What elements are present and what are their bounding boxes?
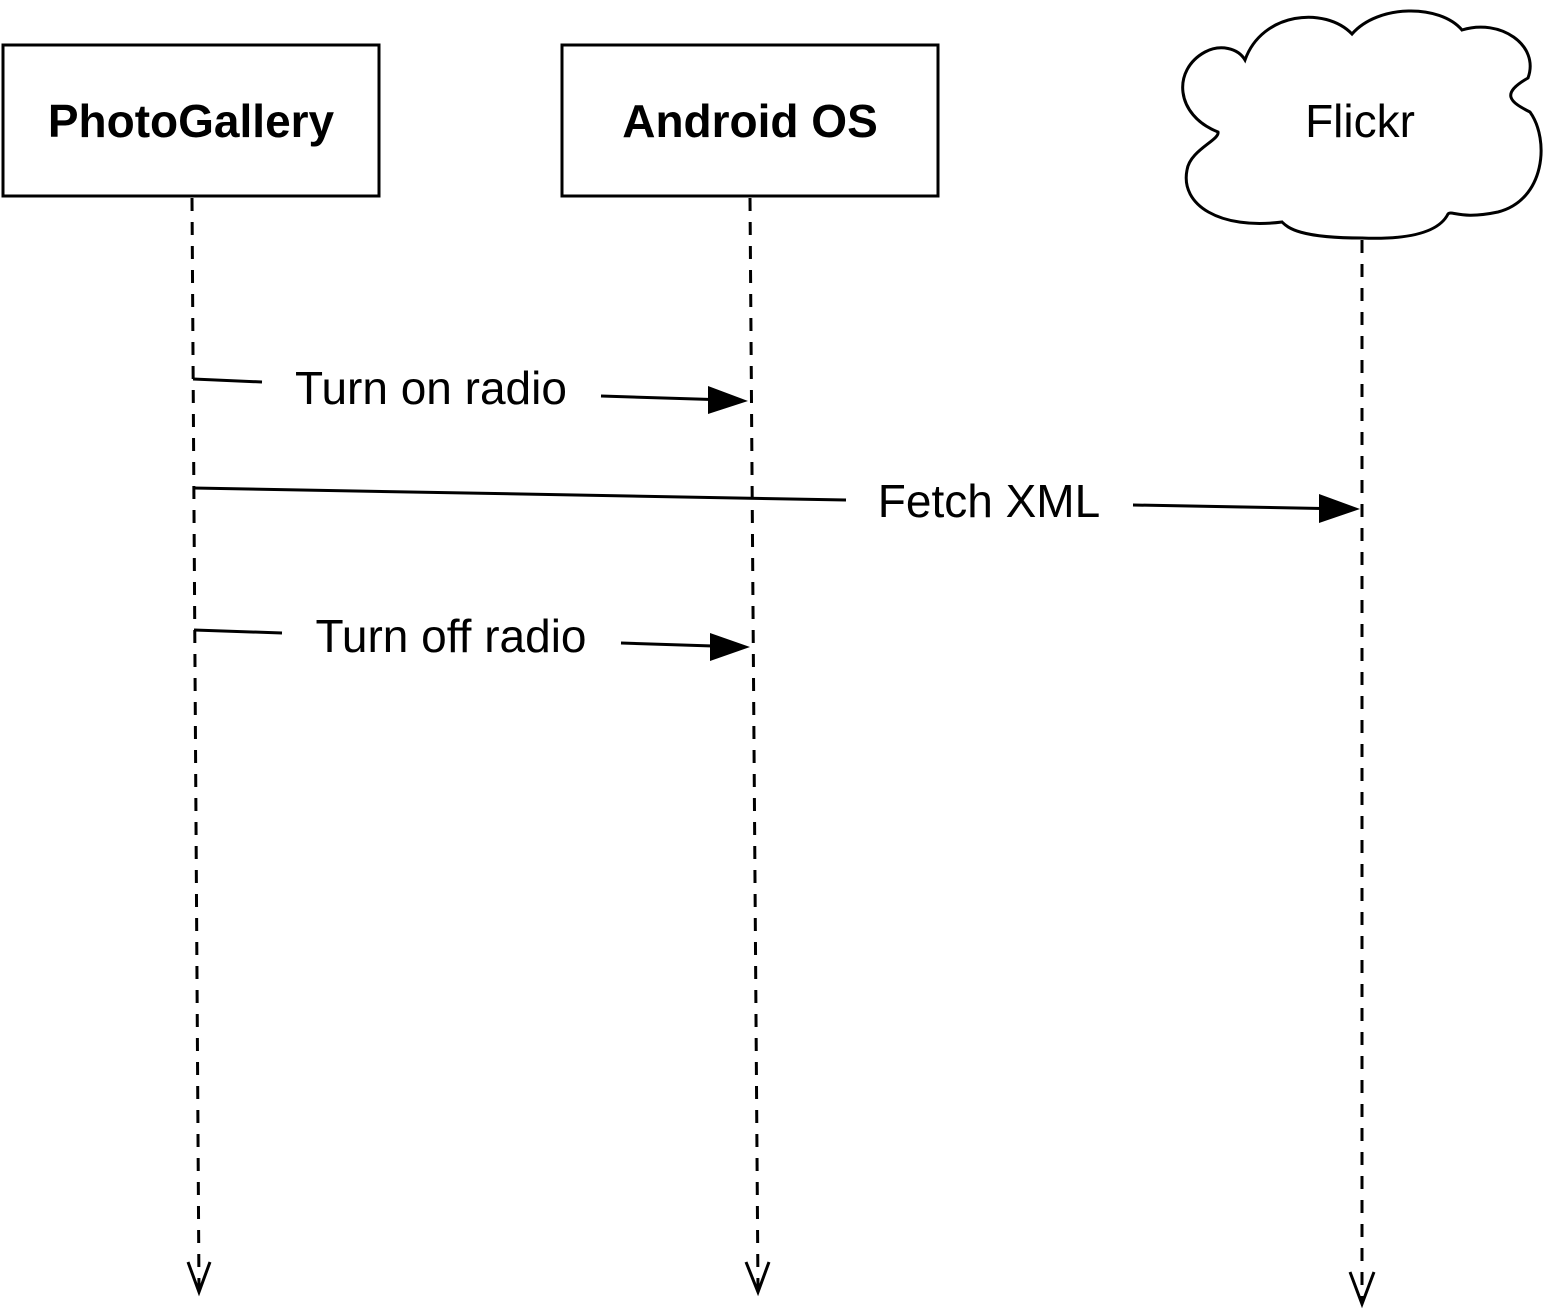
- actor-flickr: Flickr: [1181, 9, 1543, 240]
- actor-box-android-os: [560, 43, 940, 198]
- lifeline-arrowhead: [1348, 1271, 1376, 1309]
- message-label: Turn off radio: [315, 610, 586, 662]
- message-label: Fetch XML: [878, 475, 1100, 527]
- actor-label-flickr: Flickr: [1305, 95, 1415, 147]
- message-turn-on-radio: Turn on radio: [192, 362, 748, 414]
- actor-android-os: Android OS: [560, 43, 940, 198]
- message-turn-off-radio: Turn off radio: [193, 610, 750, 662]
- lifeline-photogallery: [186, 197, 212, 1297]
- actor-label-photogallery: PhotoGallery: [48, 95, 335, 147]
- message-label: Turn on radio: [295, 362, 567, 414]
- arrowhead: [708, 386, 748, 414]
- cloud-icon: [1181, 9, 1543, 240]
- message-fetch-xml: Fetch XML: [192, 475, 1360, 527]
- actor-label-android-os: Android OS: [622, 95, 878, 147]
- actor-photogallery: PhotoGallery: [1, 43, 381, 198]
- lifeline-android-os: [744, 197, 771, 1297]
- actor-box-photogallery: [1, 43, 381, 198]
- lifeline-arrowhead: [744, 1261, 771, 1297]
- arrowhead: [1319, 494, 1360, 523]
- lifeline-flickr: [1348, 240, 1376, 1309]
- lifeline-arrowhead: [186, 1261, 212, 1297]
- arrowhead: [710, 633, 750, 661]
